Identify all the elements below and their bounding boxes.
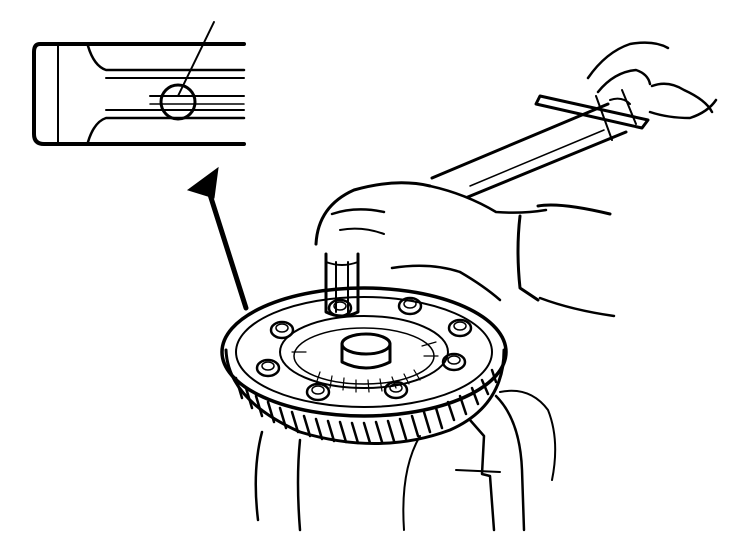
gear-bolt	[383, 380, 409, 400]
gear-bolt	[255, 358, 281, 378]
gear-bolt	[441, 352, 467, 372]
gear-teeth	[234, 368, 498, 445]
gear-bolt	[327, 298, 353, 318]
detail-inset	[32, 21, 246, 146]
socket-extension	[324, 252, 360, 318]
gear-bolt	[269, 320, 295, 340]
detail-highlight-circle	[159, 83, 197, 121]
gear-bolt	[397, 296, 423, 316]
holding-fixture	[254, 389, 557, 532]
gear-bolt	[305, 382, 331, 402]
ring-gear	[220, 286, 508, 446]
gear-bolt	[447, 318, 473, 338]
left-hand	[314, 181, 616, 322]
gear-bolts	[255, 296, 473, 402]
torque-wrench	[430, 89, 650, 208]
right-hand	[586, 41, 718, 120]
pointer-arrow	[186, 166, 249, 311]
